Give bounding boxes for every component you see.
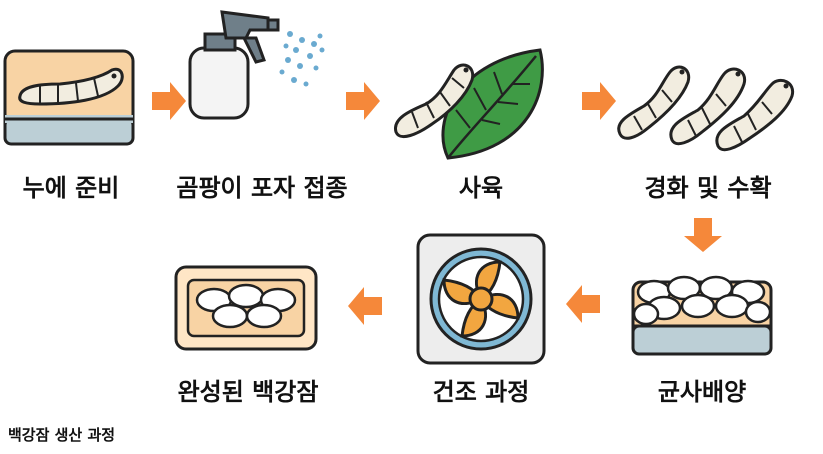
arrow-left-icon (566, 285, 600, 323)
arrow-down-icon (684, 218, 722, 252)
arrow-right-icon (346, 82, 380, 120)
arrow-left-icon (348, 287, 382, 325)
diagram-caption: 백강잠 생산 과정 (8, 426, 116, 444)
silkworm-tray-icon (3, 49, 135, 146)
step-label-2: 곰팡이 포자 접종 (176, 174, 348, 202)
finished-tray-icon (174, 265, 318, 351)
hardened-silkworms-icon (617, 65, 795, 152)
mycelium-tray-icon (631, 275, 773, 356)
step-label-3: 사육 (458, 174, 504, 202)
step-label-5: 균사배양 (657, 378, 747, 406)
drying-fan-icon (416, 233, 546, 365)
silkworm-leaf-icon (394, 48, 544, 160)
arrow-right-icon (582, 82, 616, 120)
step-label-6: 건조 과정 (432, 378, 530, 406)
step-label-4: 경화 및 수확 (644, 174, 772, 202)
arrow-right-icon (152, 82, 186, 120)
step-label-7: 완성된 백강잠 (177, 378, 319, 406)
spray-bottle-icon (188, 10, 325, 120)
step-label-1: 누에 준비 (22, 174, 120, 202)
